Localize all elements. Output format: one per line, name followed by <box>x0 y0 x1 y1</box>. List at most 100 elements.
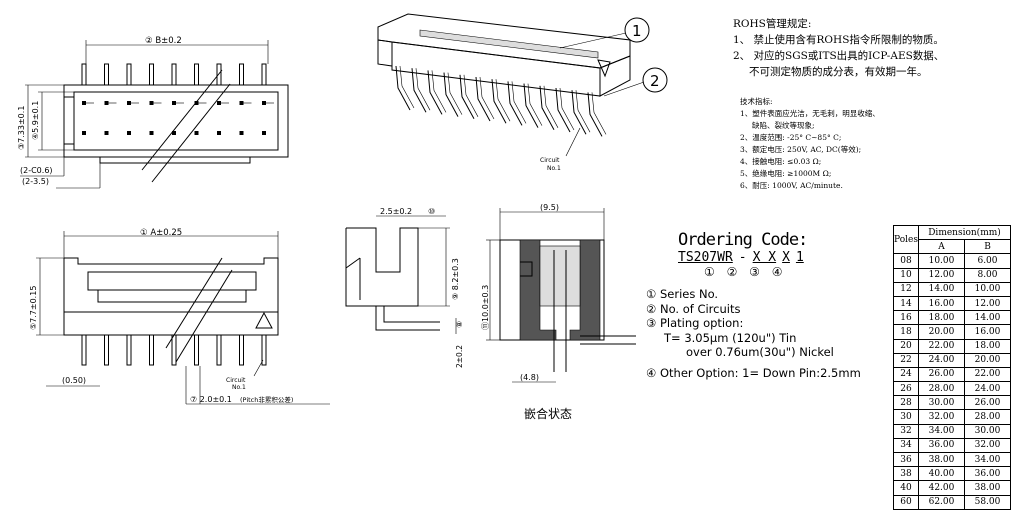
pin-iso-edge <box>527 83 543 126</box>
front-view: ① A±0.25 ⑤7.7±0.15 (0.50) Circuit No.1 ⑦… <box>29 228 330 405</box>
tech-line-5: 4、接触电阻: ≤0.03 Ω; <box>740 157 822 166</box>
side-view: 2.5±0.2 ⑩ ⑨ 8.2±0.3 2±0.2 ⑧ <box>345 207 464 368</box>
pin-iso-edge <box>511 81 527 124</box>
table-cell-b: 22.00 <box>964 366 1011 383</box>
h82-label: ⑨ 8.2±0.3 <box>451 258 460 300</box>
table-cell-poles: 18 <box>893 324 919 340</box>
table-cell-a: 14.00 <box>918 281 965 297</box>
table-cell-b: 6.00 <box>964 253 1011 269</box>
tech-title: 技术指标: <box>740 97 773 106</box>
c06-label: (2-C0.6) <box>20 166 53 175</box>
code-option: 1 <box>795 250 804 265</box>
pin-iso-edge <box>415 68 431 111</box>
table-cell-b: 30.00 <box>964 423 1011 439</box>
pin-iso-edge <box>575 90 591 133</box>
pin-iso <box>507 81 523 126</box>
table-cell-b: 10.00 <box>964 281 1011 297</box>
pin-top <box>81 63 87 86</box>
table-cell-poles: 10 <box>893 267 919 283</box>
pin-iso-edge <box>479 76 495 120</box>
table-cell-a: 32.00 <box>918 409 965 425</box>
contact-bottom <box>104 131 109 135</box>
table-cell-b: 8.00 <box>964 267 1011 283</box>
pin-front <box>149 334 154 366</box>
legend-series: ① Series No. <box>646 287 719 301</box>
tech-line-7: 6、耐压: 1000V, AC/minute. <box>740 181 843 190</box>
pin-iso-edge <box>559 87 575 131</box>
table-cell-poles: 12 <box>893 281 919 297</box>
table-cell-a: 12.00 <box>918 267 965 283</box>
callout-1: 1 <box>632 22 642 40</box>
table-cell-poles: 20 <box>893 338 919 354</box>
pin-front <box>194 334 199 366</box>
header-b: B <box>964 239 1011 255</box>
pin-iso-edge <box>495 79 511 122</box>
table-cell-b: 18.00 <box>964 338 1011 354</box>
contact-bottom <box>82 131 86 135</box>
ordering-code-line: TS207WR - X X X 1 <box>678 250 908 265</box>
table-cell-a: 28.00 <box>918 381 965 397</box>
pin-iso <box>539 85 555 131</box>
table-cell-b: 26.00 <box>964 395 1011 411</box>
pin-iso-edge <box>431 70 447 113</box>
table-cell-poles: 26 <box>893 381 919 397</box>
h59-label: ④5.9±0.1 <box>31 101 40 140</box>
pin-front <box>239 334 244 366</box>
table-cell-a: 18.00 <box>918 310 965 326</box>
table-cell-a: 26.00 <box>918 366 965 383</box>
mated-state-label: 嵌合状态 <box>524 407 573 421</box>
tech-line-6: 5、绝缘电阻: ≥1000M Ω; <box>740 169 832 178</box>
header-a: A <box>918 239 965 255</box>
pin-iso <box>571 90 587 135</box>
pin-top <box>171 63 177 86</box>
legend-other-option: ④ Other Option: 1= Down Pin:2.5mm <box>646 365 861 380</box>
pitch-note: (Pitch非累积公差) <box>240 395 293 404</box>
h733-label: ③7.33±0.1 <box>17 106 26 150</box>
w050-label: (0.50) <box>62 376 86 385</box>
table-cell-a: 38.00 <box>918 451 965 468</box>
pin-iso <box>491 79 507 124</box>
table-cell-a: 40.00 <box>918 466 965 482</box>
table-cell-a: 20.00 <box>918 324 965 340</box>
pin-front <box>171 334 177 366</box>
table-cell-poles: 60 <box>893 494 919 510</box>
h77-label: ⑤7.7±0.15 <box>29 286 38 330</box>
table-cell-b: 16.00 <box>964 324 1011 340</box>
technical-specs: 技术指标: 1、塑件表面应光洁，无毛刺，明显收缩、 缺陷、裂纹等现象; 2、温度… <box>740 96 1010 192</box>
rohs-line-2: 2、 对应的SGS或ITS出具的ICP-AES数据、 <box>733 50 945 62</box>
pin-iso <box>555 87 571 133</box>
tech-line-4: 3、额定电压: 250V, AC, DC(等效); <box>740 145 862 154</box>
pin-iso-edge <box>447 72 463 115</box>
legend-circuits: ② No. of Circuits <box>646 301 741 316</box>
circuit-label-front: Circuit <box>226 377 246 384</box>
pin-front <box>216 334 222 366</box>
pin-iso <box>459 74 475 120</box>
pin-front <box>126 334 132 366</box>
pin-iso <box>587 92 603 137</box>
table-cell-poles: 36 <box>893 451 919 468</box>
top-view: ② B±0.2 ③7.33±0.1 ④5.9±0.1 (2-C0.6) (2-3… <box>17 36 289 189</box>
tech-line-3: 2、温度范围: -25° C~85° C; <box>740 133 842 142</box>
pin-front <box>104 334 109 366</box>
a-dim-label: ① A±0.25 <box>140 228 182 238</box>
table-cell-poles: 22 <box>893 352 919 368</box>
table-cell-poles: 30 <box>893 409 919 425</box>
pin-top <box>239 63 244 86</box>
table-cell-b: 58.00 <box>964 494 1011 510</box>
header-poles: Poles <box>893 224 919 255</box>
no1-label-front: No.1 <box>232 384 246 391</box>
ordering-code-numbers: ① ② ③ ④ <box>704 265 787 279</box>
contact-bottom <box>239 131 244 135</box>
table-cell-b: 12.00 <box>964 295 1011 312</box>
isometric-view: Circuit No.1 1 2 <box>377 13 668 172</box>
rohs-title: ROHS管理规定: <box>733 18 812 30</box>
pin-top <box>261 63 267 86</box>
circuit-label-iso: Circuit <box>540 157 560 164</box>
legend-plating: ③ Plating option: <box>646 316 744 330</box>
